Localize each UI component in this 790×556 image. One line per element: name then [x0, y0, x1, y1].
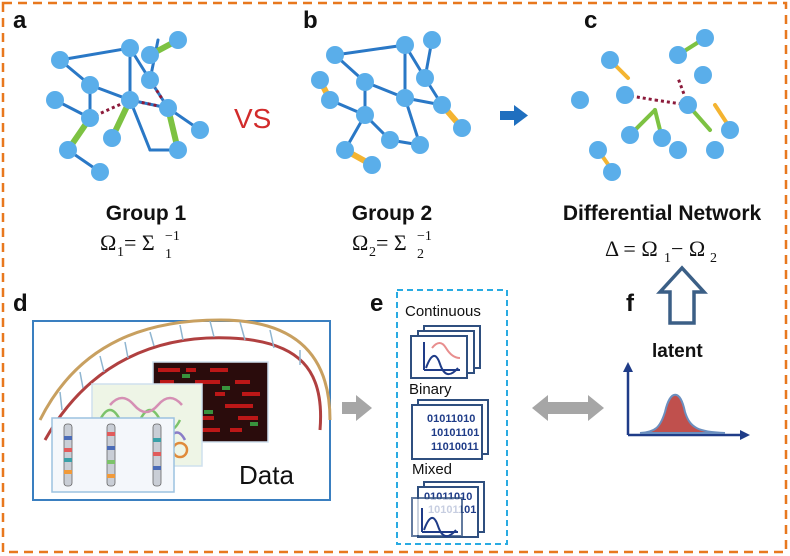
data-types-panel: Continuous Binary 01011010 10101101 1101…: [396, 289, 508, 545]
double-arrow-types-latent: [532, 395, 604, 421]
eq1-sup: −1: [165, 229, 180, 244]
eq2-omega: Ω: [352, 230, 368, 255]
eq1-omega: Ω: [100, 230, 116, 255]
continuous-doc-icon: [410, 325, 481, 379]
latent-density-curve: [639, 393, 726, 434]
equation-group-1: Ω 1 = Σ −1 1: [100, 229, 180, 262]
binary-line-2: 10101101: [431, 427, 479, 439]
latent-panel: latent: [623, 341, 750, 440]
data-types-dashed-box: [396, 289, 508, 545]
group-2-title: Group 2: [352, 202, 433, 225]
eq1-sub2: 1: [165, 247, 172, 262]
dna-strand-2: [43, 336, 323, 441]
panel-letter-b: b: [303, 7, 318, 34]
equation-group-2: Ω 2 = Σ −1 2: [352, 229, 432, 262]
arrow-data-to-types: [342, 395, 372, 421]
binary-doc-icon: 01011010 10101101 11010011: [411, 399, 489, 460]
eq2-sub: 2: [369, 245, 376, 260]
latent-label: latent: [652, 341, 703, 362]
network-differential: [571, 29, 739, 181]
panel-letter-e: e: [370, 290, 383, 317]
data-panel: Data: [32, 318, 332, 501]
latent-x-arrowhead: [740, 430, 750, 440]
eq3-sub1: 1: [664, 251, 671, 266]
eq2-sup: −1: [417, 229, 432, 244]
data-label: Data: [239, 460, 294, 490]
up-arrow-latent-to-differential: [656, 265, 708, 325]
panel-letter-f: f: [626, 290, 635, 317]
binary-line-3: 11010011: [431, 441, 479, 453]
eq3-delta: Δ = Ω: [605, 236, 658, 261]
type-continuous-label: Continuous: [405, 303, 481, 320]
type-binary-label: Binary: [409, 381, 452, 398]
mixed-doc-icon: 01011010 10101101: [411, 481, 485, 538]
differential-network-title: Differential Network: [563, 202, 762, 225]
eq3-minus: − Ω: [671, 236, 705, 261]
arrow-to-differential: [500, 105, 528, 126]
vs-text: VS: [234, 103, 271, 134]
eq2-sub2: 2: [417, 247, 424, 262]
panel-letter-a: a: [13, 7, 27, 34]
binary-line-1: 01011010: [427, 413, 475, 425]
equation-differential: Δ = Ω 1 − Ω 2: [605, 236, 717, 266]
group-1-title: Group 1: [106, 202, 187, 225]
panel-letter-c: c: [584, 7, 597, 34]
dna-strand-1: [38, 318, 332, 421]
panel-letter-d: d: [13, 290, 28, 317]
eq1-mid: = Σ: [124, 230, 155, 255]
eq1-sub: 1: [117, 245, 124, 260]
latent-y-arrowhead: [623, 362, 633, 372]
network-group-1: [46, 31, 209, 181]
type-mixed-label: Mixed: [412, 461, 452, 478]
network-group-2: [311, 31, 471, 174]
eq3-sub2: 2: [710, 251, 717, 266]
chromosome-glyphs: [63, 423, 162, 487]
eq2-mid: = Σ: [376, 230, 407, 255]
